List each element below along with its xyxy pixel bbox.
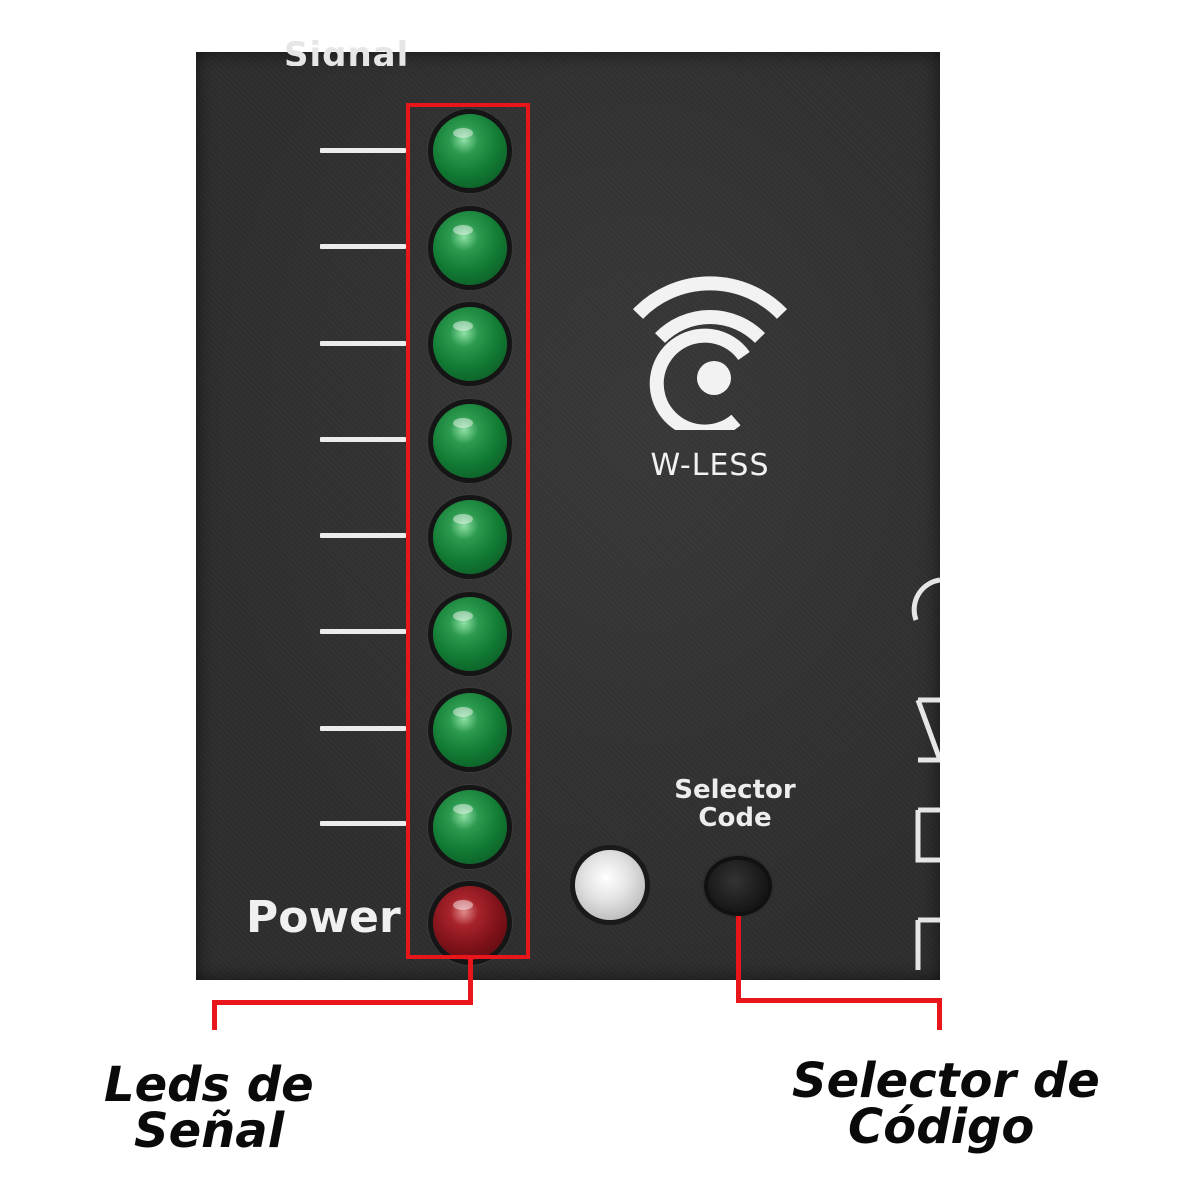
selector-code-button[interactable] (708, 860, 768, 912)
signal-led (433, 597, 507, 671)
leds-connector-vertical (468, 958, 473, 1004)
signal-led (433, 790, 507, 864)
signal-tick (320, 244, 406, 249)
selector-callout-line2: Código (848, 1099, 1035, 1155)
signal-tick (320, 148, 406, 153)
led-shine (453, 900, 473, 910)
led-shine (453, 611, 473, 621)
signal-led (433, 404, 507, 478)
status-led-white (575, 850, 645, 920)
signal-tick (320, 341, 406, 346)
selector-callout: Selector de Código (792, 1053, 1100, 1155)
led-shine (453, 225, 473, 235)
power-label: Power (246, 892, 401, 943)
decorative-print (911, 577, 940, 970)
device-panel (196, 52, 940, 980)
leds-callout: Leds de Señal (104, 1057, 314, 1159)
led-shine (453, 128, 473, 138)
leds-highlight-box (406, 103, 530, 959)
signal-tick (320, 533, 406, 538)
leds-connector-horizontal (212, 1000, 473, 1005)
signal-led (433, 307, 507, 381)
selector-label-line2: Code (698, 803, 772, 833)
led-shine (453, 321, 473, 331)
leds-callout-line1: Leds de (104, 1057, 314, 1113)
power-led (433, 886, 507, 960)
signal-tick (320, 437, 406, 442)
selector-label-line1: Selector (674, 775, 796, 805)
leds-connector-drop (212, 1000, 217, 1030)
selector-code-label: Selector Code (640, 776, 830, 832)
led-shine (453, 804, 473, 814)
led-shine (453, 514, 473, 524)
led-shine (453, 418, 473, 428)
signal-led (433, 114, 507, 188)
signal-label: Signal (284, 35, 410, 75)
signal-tick (320, 821, 406, 826)
selector-connector-horizontal (736, 998, 942, 1003)
signal-led (433, 211, 507, 285)
led-shine (453, 707, 473, 717)
signal-tick (320, 726, 406, 731)
wless-label: W-LESS (650, 448, 770, 483)
selector-connector-vertical (736, 916, 741, 1002)
wifi-c-logo-icon (632, 276, 788, 430)
signal-led (433, 500, 507, 574)
signal-led (433, 693, 507, 767)
signal-tick (320, 629, 406, 634)
selector-callout-line1: Selector de (792, 1053, 1100, 1109)
leds-callout-line2: Señal (134, 1103, 285, 1159)
selector-connector-drop (937, 998, 942, 1030)
